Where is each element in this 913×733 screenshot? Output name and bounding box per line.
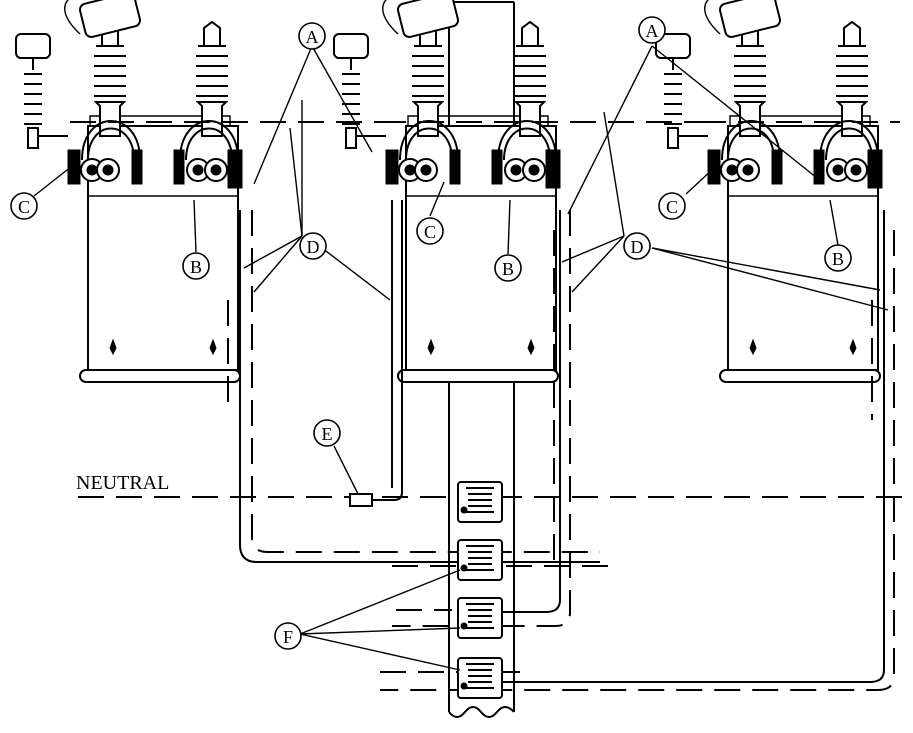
callout-c-left-label: C <box>18 197 30 217</box>
spool-insulators <box>457 481 503 699</box>
callout-a-left-label: A <box>306 27 319 47</box>
callout-d-right-label: D <box>631 237 644 257</box>
transformer-center <box>333 0 561 384</box>
leader-lines <box>33 45 889 671</box>
callout-c-center-label: C <box>424 222 436 242</box>
neutral-connector <box>349 493 373 507</box>
callout-c-center: C <box>416 217 444 245</box>
callout-f: F <box>274 622 302 650</box>
callout-a-left: A <box>298 22 326 50</box>
callout-b-left-label: B <box>190 257 202 277</box>
callout-e: E <box>313 419 341 447</box>
callout-a-right-label: A <box>646 21 659 41</box>
callout-b-center: B <box>494 254 522 282</box>
callout-b-center-label: B <box>502 259 514 279</box>
callout-d-left-label: D <box>307 237 320 257</box>
callout-d-right: D <box>623 232 651 260</box>
callout-b-right: B <box>824 244 852 272</box>
callout-f-label: F <box>283 627 293 647</box>
callout-c-right: C <box>658 192 686 220</box>
callout-b-left: B <box>182 252 210 280</box>
callout-c-left: C <box>10 192 38 220</box>
transformer-left <box>15 0 243 384</box>
callout-a-right: A <box>638 16 666 44</box>
neutral-label: NEUTRAL <box>76 472 169 494</box>
callout-b-right-label: B <box>832 249 844 269</box>
neutral-line: NEUTRAL <box>76 472 910 498</box>
utility-pole <box>448 1 515 718</box>
callout-e-label: E <box>322 424 333 444</box>
callout-c-right-label: C <box>666 197 678 217</box>
callout-d-left: D <box>299 232 327 260</box>
secondary-leads <box>227 200 895 691</box>
